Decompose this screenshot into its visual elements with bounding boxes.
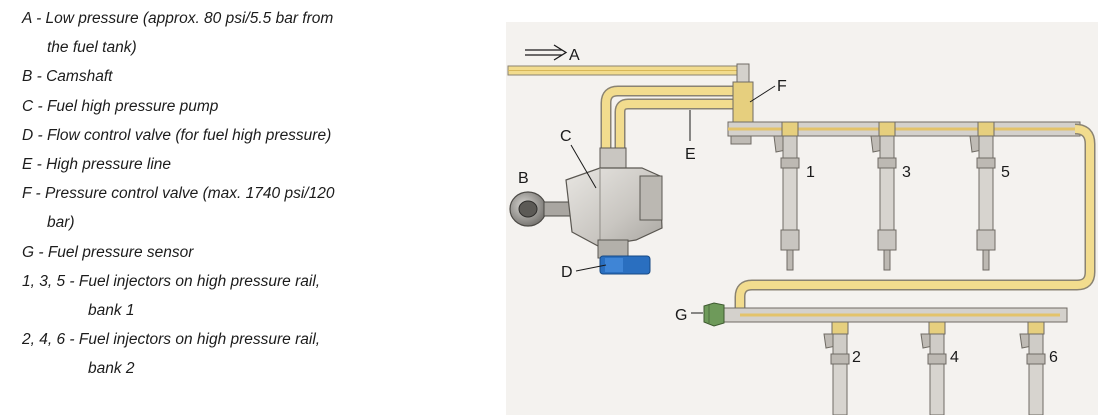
label-b: B xyxy=(518,170,529,187)
low-pressure-line xyxy=(507,65,745,76)
legend-text: D - Flow control valve (for fuel high pr… xyxy=(22,126,332,144)
legend-text-continued: the fuel tank) xyxy=(47,39,137,56)
fuel-pressure-sensor xyxy=(703,302,725,327)
label-c: C xyxy=(560,128,572,145)
legend-text: 1, 3, 5 - Fuel injectors on high pressur… xyxy=(22,272,321,290)
injector-2 xyxy=(823,321,850,415)
legend-text: F - Pressure control valve (max. 1740 ps… xyxy=(22,185,335,203)
pressure-control-valve xyxy=(732,63,754,123)
injector-3 xyxy=(870,121,897,271)
legend-item-f: F - Pressure control valve (max. 1740 ps… xyxy=(22,183,422,241)
legend-item-injectors-bank-2: 2, 4, 6 - Fuel injectors on high pressur… xyxy=(22,329,422,387)
label-injector-4: 4 xyxy=(950,349,959,366)
label-injector-6: 6 xyxy=(1049,349,1058,366)
rail-bank-2 xyxy=(721,307,1068,323)
label-d: D xyxy=(561,264,573,281)
legend-item-e: E - High pressure line xyxy=(22,154,422,183)
legend-text: 2, 4, 6 - Fuel injectors on high pressur… xyxy=(22,331,321,349)
legend-text: B - Camshaft xyxy=(22,68,113,86)
crossover-line xyxy=(734,123,1096,308)
legend-text-continued: bank 2 xyxy=(88,360,135,378)
flow-control-valve xyxy=(599,255,651,275)
legend-text: A - Low pressure (approx. 80 psi/5.5 bar… xyxy=(22,10,334,27)
legend-item-d: D - Flow control valve (for fuel high pr… xyxy=(22,125,422,154)
legend-item-injectors-bank-1: 1, 3, 5 - Fuel injectors on high pressur… xyxy=(22,271,422,329)
legend-text: C - Fuel high pressure pump xyxy=(22,97,219,115)
legend-item-b: B - Camshaft xyxy=(22,66,422,95)
arrow-a xyxy=(525,44,568,61)
legend-item-g: G - Fuel pressure sensor xyxy=(22,242,422,271)
high-pressure-pump xyxy=(565,147,663,259)
label-injector-3: 3 xyxy=(902,164,911,181)
legend-item-c: C - Fuel high pressure pump xyxy=(22,96,422,125)
label-injector-1: 1 xyxy=(806,164,815,181)
high-pressure-line xyxy=(600,85,744,150)
label-e: E xyxy=(685,146,696,163)
label-a: A xyxy=(569,47,580,64)
legend: A - Low pressure (approx. 80 psi/5.5 bar… xyxy=(22,8,422,388)
legend-text: G - Fuel pressure sensor xyxy=(22,243,194,261)
injector-5 xyxy=(969,121,996,271)
legend-text-continued: bar) xyxy=(47,214,75,232)
injector-4 xyxy=(920,321,947,415)
legend-text-continued: bank 1 xyxy=(88,301,135,319)
label-f: F xyxy=(777,78,787,95)
injector-6 xyxy=(1019,321,1046,415)
camshaft xyxy=(509,191,571,227)
leader-lines xyxy=(570,85,776,314)
label-injector-5: 5 xyxy=(1001,164,1010,181)
legend-text: E - High pressure line xyxy=(22,155,172,173)
injector-1 xyxy=(773,121,800,271)
legend-item-a: A - Low pressure (approx. 80 psi/5.5 bar… xyxy=(22,8,422,66)
label-injector-2: 2 xyxy=(852,349,861,366)
label-g: G xyxy=(675,307,687,324)
